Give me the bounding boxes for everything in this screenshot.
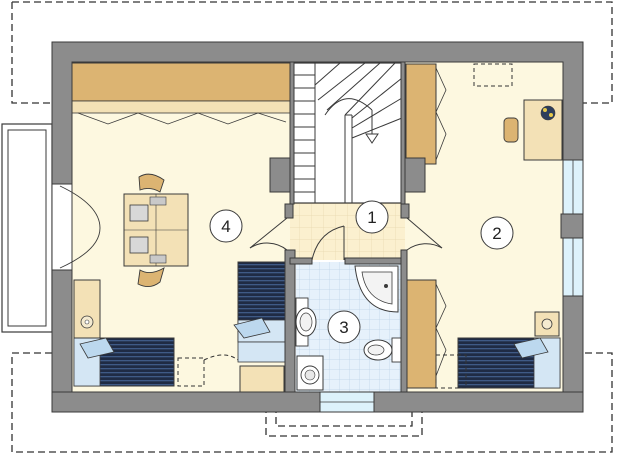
- window-left-balcony-door: [51, 183, 101, 271]
- window-bathroom: [319, 391, 375, 413]
- balcony: [1, 123, 53, 333]
- svg-text:1: 1: [367, 208, 376, 227]
- room-label-2: 2: [480, 216, 514, 250]
- walls: [51, 41, 584, 413]
- bed-left-room-bottom: [73, 279, 239, 387]
- room-label-1: 1: [355, 200, 389, 234]
- wardrobe-left-room: [71, 62, 291, 125]
- svg-text:2: 2: [492, 224, 501, 243]
- room-label-3: 3: [327, 310, 361, 344]
- wardrobe-right-room: [405, 63, 447, 389]
- desk-left-room: [123, 173, 189, 287]
- room-label-4: 4: [209, 209, 243, 243]
- svg-text:4: 4: [221, 217, 230, 236]
- bathroom-fixtures: [295, 265, 403, 391]
- staircase: [291, 62, 403, 204]
- windows-right-wall: [560, 159, 584, 297]
- doors: [249, 217, 443, 261]
- bed-left-room-wall: [233, 261, 287, 393]
- desk-right-room: [473, 63, 563, 161]
- plant-icon: [540, 105, 556, 121]
- bed-right-room: [435, 311, 561, 389]
- svg-text:3: 3: [339, 318, 348, 337]
